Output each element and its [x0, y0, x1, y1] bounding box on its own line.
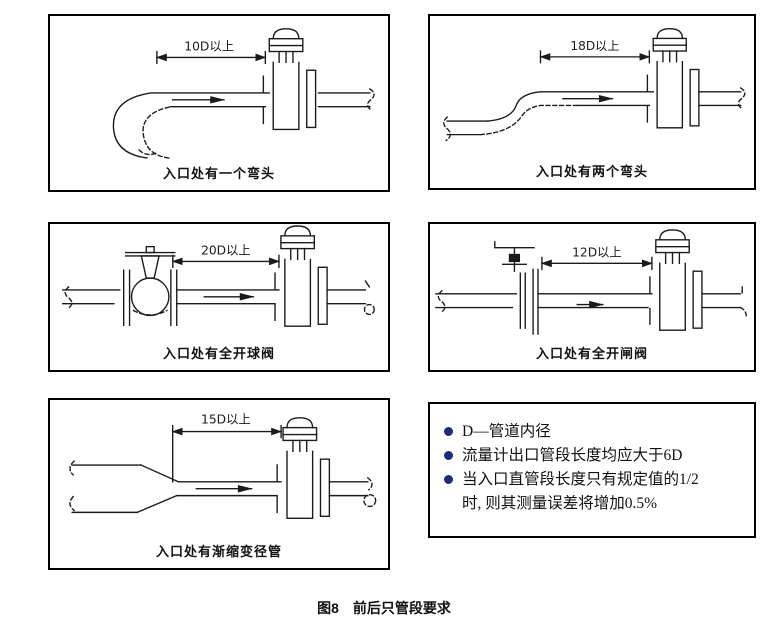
outlet-pipe: [328, 476, 377, 508]
note-text: 流量计出口管段长度均应大于6D: [462, 447, 683, 465]
note-item: D—管道内径: [444, 420, 744, 444]
dimension-label: 18D以上: [570, 39, 619, 53]
dimension-line: [155, 50, 267, 65]
inlet-pipe: [435, 289, 518, 314]
gate-valve-icon: [494, 241, 539, 335]
flowmeter-icon: [646, 28, 700, 129]
panel-two-elbows: 18D以上 入口处有两个弯头: [428, 14, 756, 190]
panel-ball-valve: 20D以上 入口处有全开球阀: [48, 222, 390, 372]
note-item: 当入口直管段长度只有规定值的1/2: [444, 468, 744, 492]
dimension-label: 20D以上: [201, 244, 251, 258]
dimension-label: 15D以上: [201, 413, 251, 427]
panel-caption: 入口处有一个弯头: [162, 166, 275, 181]
flowmeter-icon: [262, 28, 317, 131]
panel-caption: 入口处有渐缩变径管: [155, 544, 282, 559]
outlet-pipe: [701, 286, 747, 320]
notes-panel: D—管道内径 流量计出口管段长度均应大于6D 当入口直管段长度只有规定值的1/2…: [428, 402, 756, 538]
dimension-line: [539, 50, 651, 64]
dimension-line: [171, 424, 283, 483]
figure-caption: 图8 前后只管段要求: [317, 600, 451, 616]
large-inlet-pipe: [69, 460, 142, 514]
bullet-icon: [444, 451, 453, 461]
panel-caption: 入口处有全开球阀: [162, 346, 275, 361]
dimension-label: 10D以上: [184, 40, 234, 54]
panel-gate-valve: 12D以上 入口处有全开闸阀: [428, 222, 756, 372]
note-text: 当入口直管段长度只有规定值的1/2: [462, 471, 699, 489]
outlet-pipe: [326, 280, 375, 316]
dimension-line: [171, 254, 281, 268]
gate-valve-diagram: 12D以上: [435, 229, 747, 335]
inlet-pipe: [62, 285, 121, 310]
flowmeter-icon: [274, 225, 328, 327]
dimension-line: [540, 256, 653, 270]
bullet-icon: [444, 427, 453, 436]
note-text: D—管道内径: [462, 423, 551, 440]
reducer-diagram: 15D以上: [69, 413, 377, 519]
note-text: 时, 则其测量误差将增加0.5%: [462, 495, 658, 513]
bullet-icon: [444, 475, 453, 485]
two-elbows-diagram: 18D以上: [443, 28, 746, 142]
straight-pipe: [175, 481, 282, 497]
dimension-label: 12D以上: [572, 245, 622, 259]
one-elbow-diagram: 10D以上: [112, 28, 375, 159]
outlet-pipe: [698, 87, 746, 111]
straight-pipe: [537, 293, 653, 309]
inlet-elbow-pipe: [112, 92, 270, 159]
straight-pipe: [176, 289, 280, 305]
flowmeter-icon: [276, 417, 331, 519]
flowmeter-icon: [649, 229, 703, 331]
ball-valve-diagram: 20D以上: [62, 225, 375, 327]
panel-caption: 入口处有全开闸阀: [535, 346, 648, 361]
note-item-continuation: 时, 则其测量误差将增加0.5%: [444, 492, 744, 516]
ball-valve-icon: [122, 245, 178, 326]
outlet-pipe: [317, 88, 375, 112]
panel-caption: 入口处有两个弯头: [535, 164, 648, 179]
panel-reducer: 15D以上 入口处有渐缩变径管: [48, 398, 390, 570]
note-item: 流量计出口管段长度均应大于6D: [444, 444, 744, 468]
panel-one-elbow: 10D以上 入口处有一个弯头: [48, 14, 390, 192]
inlet-double-elbow-pipe: [443, 91, 654, 142]
